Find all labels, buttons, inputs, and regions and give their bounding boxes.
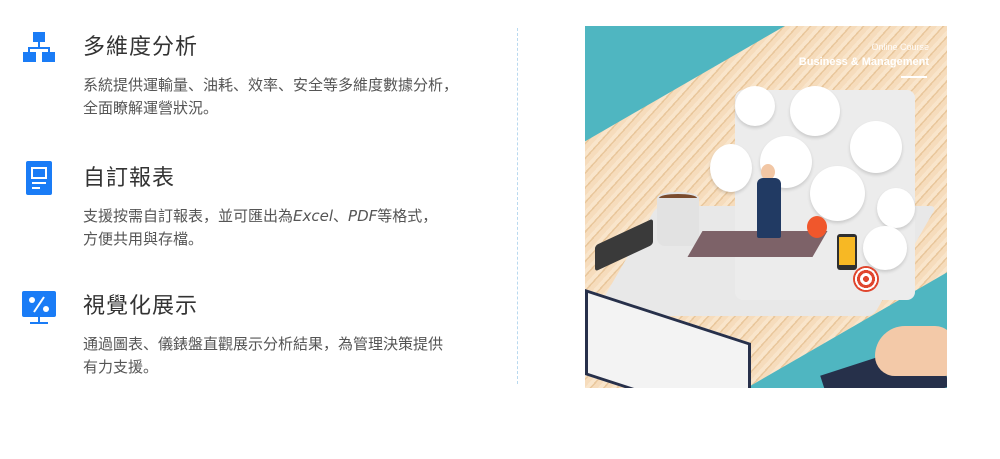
- chart-bubble: [735, 86, 775, 126]
- report-document-icon: [26, 161, 52, 195]
- presenter-figure: [757, 178, 781, 238]
- presenter-head: [761, 164, 775, 180]
- description-line: 通過圖表、儀錶盤直觀展示分析結果，為管理決策提供: [83, 335, 444, 353]
- feature-description: 通過圖表、儀錶盤直觀展示分析結果，為管理決策提供 有力支援。: [83, 333, 498, 379]
- description-line: 有力支援。: [83, 358, 159, 376]
- feature-title: 視覺化展示: [83, 294, 199, 319]
- dashed-divider: [517, 28, 518, 384]
- illustration-underline: [901, 76, 927, 78]
- description-text: 、: [333, 207, 349, 225]
- monitor-percent-icon: [22, 291, 56, 324]
- business-management-illustration: Online Course Business & Management: [585, 26, 947, 388]
- target-icon: [853, 266, 879, 292]
- smartphone-icon: [837, 234, 857, 270]
- description-text: 支援按需自訂報表，並可匯出為: [83, 207, 294, 225]
- description-line: 全面瞭解運營狀況。: [83, 99, 219, 117]
- description-line: 方便共用與存檔。: [83, 230, 204, 248]
- chart-bubble: [710, 144, 752, 192]
- feature-title: 自訂報表: [83, 166, 176, 191]
- coffee-mug: [657, 198, 699, 246]
- chart-bubble: [790, 86, 840, 136]
- format-pdf: PDF: [348, 207, 378, 225]
- chart-bubble: [863, 226, 907, 270]
- feature-description: 系統提供運輸量、油耗、效率、安全等多維度數據分析， 全面瞭解運營狀況。: [83, 74, 498, 120]
- illustration-subtitle: Online Course: [871, 42, 929, 52]
- lightbulb-icon: [807, 216, 827, 238]
- hierarchy-icon: [23, 32, 55, 62]
- chart-bubble: [810, 166, 865, 221]
- feature-description: 支援按需自訂報表，並可匯出為Excel、PDF等格式， 方便共用與存檔。: [83, 205, 498, 251]
- feature-title: 多維度分析: [83, 35, 199, 60]
- description-line: 系統提供運輸量、油耗、效率、安全等多維度數據分析，: [83, 76, 459, 94]
- illustration-title: Business & Management: [798, 56, 929, 68]
- hand-on-mouse: [875, 326, 947, 376]
- chart-bubble: [877, 188, 915, 228]
- description-text: 等格式，: [377, 207, 438, 225]
- chart-bubble: [850, 121, 902, 173]
- format-excel: Excel: [293, 207, 334, 225]
